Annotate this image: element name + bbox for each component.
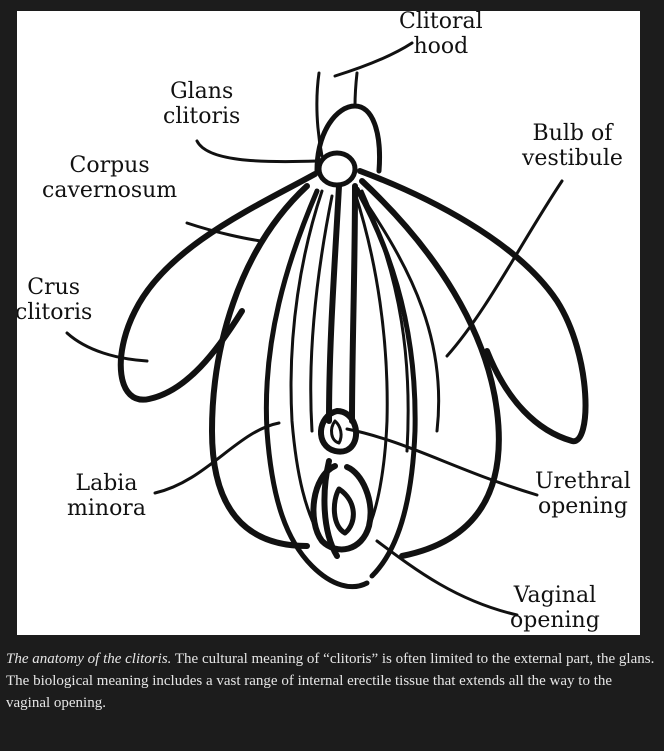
urethral-opening-shape bbox=[318, 408, 359, 455]
crus-clitoris-left bbox=[117, 171, 318, 403]
label-line: Clitoral bbox=[399, 11, 483, 34]
label-line: vestibule bbox=[522, 146, 623, 171]
label-line: minora bbox=[67, 496, 146, 521]
clitoris-illustration bbox=[65, 41, 589, 617]
clitoral-hood-shape bbox=[314, 103, 383, 174]
figure-caption: The anatomy of the clitoris. The cultura… bbox=[6, 648, 656, 714]
label-line: hood bbox=[413, 34, 469, 59]
label-urethral-opening: Urethral opening bbox=[535, 469, 631, 519]
label-line: cavernosum bbox=[42, 178, 178, 203]
label-line: clitoris bbox=[163, 104, 241, 129]
label-clitoral-hood: Clitoral hood bbox=[399, 11, 483, 59]
crus-clitoris-right bbox=[357, 168, 589, 445]
label-crus-clitoris: Crus clitoris bbox=[17, 275, 92, 325]
label-line: Glans bbox=[170, 79, 234, 104]
anatomy-figure: Clitoral hood Glans clitoris Bulb of ves… bbox=[17, 11, 640, 635]
caption-title: The anatomy of the clitoris. bbox=[6, 651, 172, 667]
vaginal-opening-shape bbox=[310, 463, 374, 553]
labia-minora-left bbox=[263, 188, 370, 590]
label-line: clitoris bbox=[17, 300, 93, 325]
caption-text: The cultural meaning of “clitoris” is of… bbox=[6, 651, 655, 711]
label-line: Bulb of bbox=[532, 121, 613, 146]
label-labia-minora: Labia minora bbox=[67, 471, 146, 521]
label-line: Urethral bbox=[535, 469, 631, 494]
label-corpus-cavernosum: Corpus cavernosum bbox=[42, 153, 177, 203]
label-line: Corpus bbox=[69, 153, 150, 178]
label-line: opening bbox=[537, 494, 628, 519]
label-bulb-of-vestibule: Bulb of vestibule bbox=[522, 121, 623, 171]
label-line: opening bbox=[510, 608, 600, 633]
bulb-of-vestibule-right bbox=[359, 178, 502, 559]
label-vaginal-opening: Vaginal opening bbox=[510, 583, 600, 633]
glans-clitoris-shape bbox=[316, 150, 358, 188]
label-line: Labia bbox=[75, 471, 138, 496]
label-line: Vaginal bbox=[513, 583, 597, 608]
bulb-of-vestibule-left bbox=[209, 183, 310, 549]
label-glans-clitoris: Glans clitoris bbox=[163, 79, 240, 129]
label-line: Crus bbox=[27, 275, 81, 300]
